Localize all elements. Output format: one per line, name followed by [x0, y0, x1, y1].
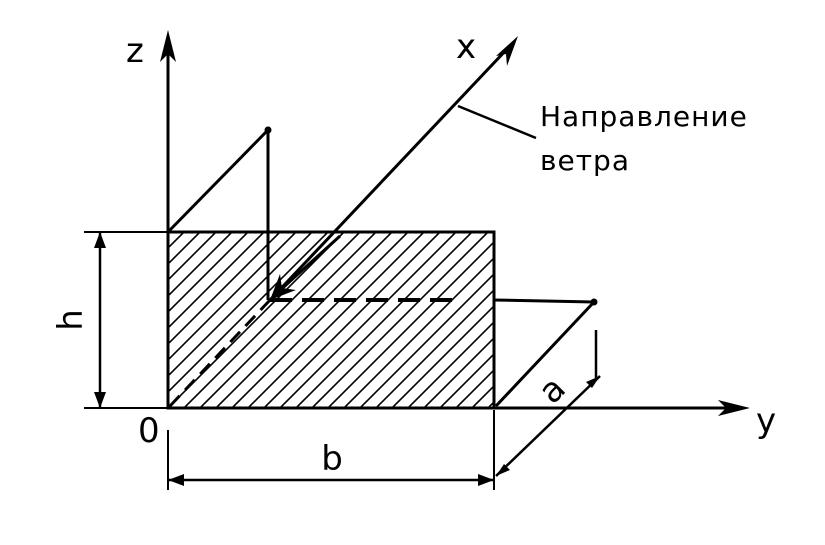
hatch-line: [600, 232, 776, 408]
hatch-line: [343, 256, 494, 408]
right-load-diagonal: [494, 300, 596, 408]
front-face-hatching: [168, 232, 825, 408]
hatch-line: [168, 232, 249, 314]
wind-label-leader: [457, 104, 537, 140]
hatch-line: [439, 352, 494, 408]
hatch-line: [168, 232, 313, 378]
depth-label: a: [531, 369, 574, 412]
y-axis-arrow: [718, 400, 750, 416]
wind-direction-label-line1: Направление: [540, 100, 748, 133]
hatch-line: [231, 232, 409, 408]
hatch-line: [295, 232, 473, 408]
hatch-line: [168, 232, 281, 346]
hatch-line: [263, 232, 441, 408]
hatch-line: [584, 232, 760, 408]
hatch-line: [632, 232, 808, 408]
hatch-line: [168, 232, 345, 408]
hatch-line: [168, 232, 185, 250]
hatch-line: [375, 288, 494, 408]
inner-arrow-head: [270, 274, 296, 300]
hatch-line: [616, 232, 792, 408]
hatch-line: [455, 368, 494, 408]
x-axis-line: [268, 46, 510, 302]
depth-dimension-line: [495, 375, 601, 477]
hatch-line: [247, 232, 425, 408]
hatch-line: [536, 232, 712, 408]
x-axis-hidden-part: [168, 298, 272, 408]
hatch-line: [168, 232, 201, 266]
right-load-top-edge: [493, 298, 595, 304]
x-axis-arrow: [496, 36, 518, 66]
hatch-line: [168, 232, 265, 330]
hatch-line: [168, 232, 297, 362]
hatch-line: [423, 336, 494, 408]
hatch-line: [183, 232, 361, 408]
z-axis-label: z: [126, 31, 144, 71]
hatch-line: [359, 272, 494, 408]
hatch-line: [664, 232, 825, 408]
hatch-line: [168, 232, 233, 298]
height-label: h: [51, 309, 91, 331]
z-axis-arrow: [160, 30, 176, 62]
y-axis-label: y: [756, 401, 776, 441]
inner-arrow-line: [274, 234, 342, 296]
hatch-line: [168, 232, 329, 394]
wind-direction-label-line2: ветра: [540, 144, 630, 177]
hatch-line: [471, 384, 494, 408]
hatch-line: [279, 232, 457, 408]
hatch-line: [391, 304, 494, 408]
hatch-line: [648, 232, 824, 408]
origin-label: 0: [138, 411, 160, 451]
hatch-line: [327, 240, 494, 408]
hatch-line: [168, 232, 217, 282]
width-label: b: [321, 439, 343, 479]
x-axis-label: x: [456, 27, 476, 67]
hatch-line: [199, 232, 377, 408]
hatch-line: [311, 232, 489, 408]
hatch-line: [215, 232, 393, 408]
hatch-line: [407, 320, 494, 408]
